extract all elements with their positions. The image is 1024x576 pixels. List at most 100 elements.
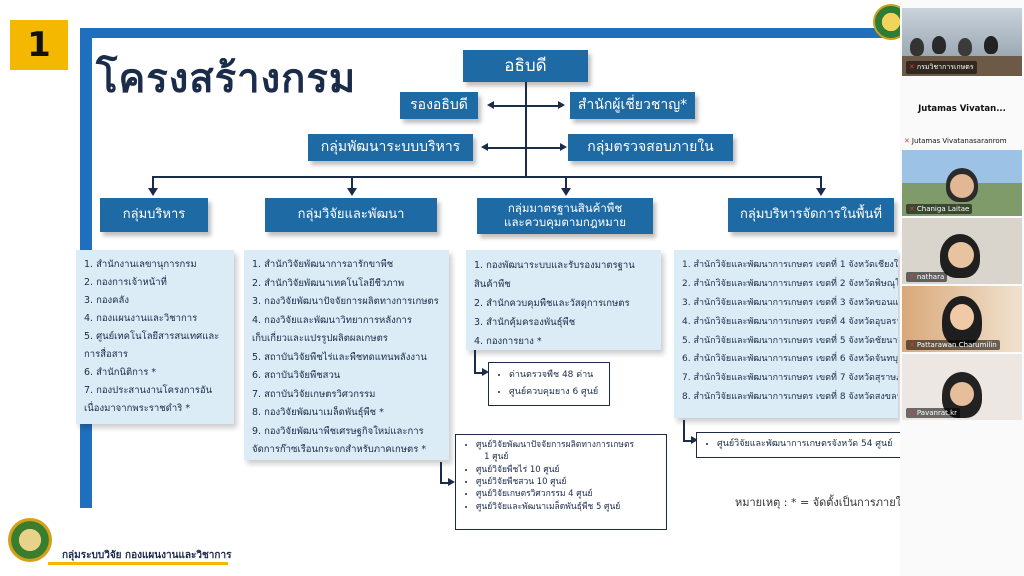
research-centers-box: ศูนย์วิจัยพัฒนาปัจจัยการผลิตทางการเกษตร … <box>455 434 667 530</box>
person-face <box>950 304 974 330</box>
arrow-right-icon <box>558 101 565 109</box>
connector-admin <box>486 147 562 149</box>
connector-deputy <box>492 105 562 107</box>
list-item: เนื่องมาจากพระราชดำริ * <box>84 403 191 415</box>
participant-name: Pattarawan Charumilin <box>916 341 997 349</box>
arrow-left-icon <box>481 143 488 151</box>
footer-text: กลุ่มระบบวิจัย กองแผนงานและวิชาการ <box>62 550 232 561</box>
list-item: 5. สำนักวิจัยและพัฒนาการเกษตร เขตที่ 5 จ… <box>682 335 898 346</box>
arrow-right-icon <box>691 436 698 444</box>
participant-tile-3[interactable]: ✕Pattarawan Charumilin <box>902 286 1022 352</box>
connector-drop <box>820 176 822 190</box>
group-list-standards: 1. กองพัฒนาระบบและรับรองมาตรฐาน สินค้าพื… <box>466 250 661 350</box>
list-item-text: 1 ศูนย์ <box>484 452 509 463</box>
participant-tile-1[interactable]: ✕Chaniga Laitae <box>902 150 1022 216</box>
list-item: ศูนย์วิจัยเกษตรวิศวกรรม 4 ศูนย์ <box>476 488 658 500</box>
list-item: 6. สถาบันวิจัยพืชสวน <box>252 370 341 382</box>
group-title-area: กลุ่มบริหารจัดการในพื้นที่ <box>728 198 894 232</box>
list-item: 1. สำนักวิจัยพัฒนาการอารักขาพืช <box>252 259 394 270</box>
list-item: 3. กองคลัง <box>84 295 129 307</box>
person-figure <box>984 36 998 54</box>
list-item: 7. กองประสานงานโครงการอัน <box>84 385 213 397</box>
connector-sub <box>440 462 442 482</box>
slide-number-badge: 1 <box>10 20 68 70</box>
list-item-text: ศูนย์วิจัยพัฒนาปัจจัยการผลิตทางการเกษตร <box>476 440 635 450</box>
connector-sub <box>474 372 484 374</box>
person-face <box>950 382 974 406</box>
connector-drop <box>152 176 154 190</box>
group-title-standards-text: กลุ่มมาตรฐานสินค้าพืช และควบคุมตามกฎหมาย <box>504 201 626 229</box>
connector-sub <box>683 440 693 442</box>
participant-name: nathara <box>916 273 945 281</box>
person-figure <box>932 36 946 54</box>
connector-bus <box>152 176 822 178</box>
list-item: 4. สำนักวิจัยและพัฒนาการเกษตร เขตที่ 4 จ… <box>682 316 898 327</box>
list-item: 5. สถาบันวิจัยพืชไร่และพืชทดแทนพลังงาน <box>252 351 427 363</box>
arrow-down-icon <box>148 188 158 196</box>
participant-label: ✕Chaniga Laitae <box>906 204 973 214</box>
list-item: 8. สำนักวิจัยและพัฒนาการเกษตร เขตที่ 8 จ… <box>682 392 898 403</box>
checkpoints-box: ด่านตรวจพืช 48 ด่าน ศูนย์ควบคุมยาง 6 ศูน… <box>488 362 610 406</box>
admin-dev-box: กลุ่มพัฒนาระบบบริหาร <box>308 134 473 161</box>
list-item: 7. สถาบันวิจัยเกษตรวิศวกรรม <box>252 388 376 400</box>
list-item: 7. สำนักวิจัยและพัฒนาการเกษตร เขตที่ 7 จ… <box>682 373 898 384</box>
list-item: ศูนย์วิจัยพืชไร่ 10 ศูนย์ <box>476 464 658 476</box>
participant-label: ✕Pattarawan Charumilin <box>906 340 1000 350</box>
group-list-research: 1. สำนักวิจัยพัฒนาการอารักขาพืช 2. สำนัก… <box>244 250 449 460</box>
active-speaker-fullname: ✕Jutamas Vivatanasaranrom <box>904 137 1020 145</box>
list-item: 3. กองวิจัยพัฒนาปัจจัยการผลิตทางการเกษตร <box>252 296 439 308</box>
list-item: 5. ศูนย์เทคโนโลยีสารสนเทศและ <box>84 331 220 343</box>
mic-muted-icon: ✕ <box>904 137 910 145</box>
mic-muted-icon: ✕ <box>909 341 915 349</box>
list-item: 9. กองวิจัยพัฒนาพืชเศรษฐกิจใหม่และการ <box>252 425 424 437</box>
connector-sub <box>440 482 450 484</box>
person-face <box>948 242 974 268</box>
list-item: ศูนย์วิจัยพัฒนาปัจจัยการผลิตทางการเกษตร … <box>476 439 658 464</box>
list-item: 2. สำนักวิจัยและพัฒนาการเกษตร เขตที่ 2 จ… <box>682 278 898 289</box>
list-item: 2. สำนักควบคุมพืชและวัสดุการเกษตร <box>474 298 630 309</box>
list-item: 1. กองพัฒนาระบบและรับรองมาตรฐาน <box>474 260 635 271</box>
list-item: จัดการก๊าซเรือนกระจกสำหรับภาคเกษตร * <box>252 444 427 456</box>
active-speaker-name: Jutamas Vivatan... <box>918 104 1006 114</box>
arrow-left-icon <box>487 101 494 109</box>
footnote: หมายเหตุ : * = จัดตั้งเป็นการภายใน <box>735 496 909 509</box>
list-item: การสื่อสาร <box>84 349 128 361</box>
participant-tile-4[interactable]: ✕Pavanrat.kr <box>902 354 1022 420</box>
list-item: 6. สำนักวิจัยและพัฒนาการเกษตร เขตที่ 6 จ… <box>682 354 898 365</box>
list-item: 2. สำนักวิจัยพัฒนาเทคโนโลยีชีวภาพ <box>252 277 405 289</box>
list-item: 2. กองการเจ้าหน้าที่ <box>84 277 167 289</box>
connector-drop <box>565 176 567 190</box>
participant-tile-2[interactable]: ✕nathara <box>902 218 1022 284</box>
group-list-admin: 1. สำนักงานเลขานุการกรม 2. กองการเจ้าหน้… <box>76 250 234 424</box>
participant-tile-room[interactable]: ✕กรมวิชาการเกษตร <box>902 8 1022 76</box>
mic-muted-icon: ✕ <box>909 409 915 417</box>
participant-label: ✕กรมวิชาการเกษตร <box>906 61 977 74</box>
list-item: 3. สำนักวิจัยและพัฒนาการเกษตร เขตที่ 3 จ… <box>682 297 898 308</box>
list-item: 4. กองแผนงานและวิชาการ <box>84 313 198 325</box>
director-box: อธิบดี <box>463 50 588 82</box>
list-item: เก็บเกี่ยวและแปรรูปผลิตผลเกษตร <box>252 333 388 345</box>
participant-label: ✕Pavanrat.kr <box>906 408 961 418</box>
list-item: 8. กองวิจัยพัฒนาเมล็ดพันธุ์พืช * <box>252 407 384 419</box>
slide-title: โครงสร้างกรม <box>96 56 357 102</box>
group-title-standards: กลุ่มมาตรฐานสินค้าพืช และควบคุมตามกฎหมาย <box>477 198 653 234</box>
arrow-down-icon <box>347 188 357 196</box>
slide-top-bar <box>80 28 900 38</box>
participant-name: Chaniga Laitae <box>916 205 970 213</box>
person-figure <box>958 38 972 56</box>
list-item: ศูนย์วิจัยพืชสวน 10 ศูนย์ <box>476 476 658 488</box>
list-item: 4. กองวิจัยและพัฒนาวิทยาการหลังการ <box>252 314 412 326</box>
group-title-admin: กลุ่มบริหาร <box>100 198 208 232</box>
experts-box: สำนักผู้เชี่ยวชาญ* <box>570 92 695 119</box>
arrow-down-icon <box>561 188 571 196</box>
list-item: 1. สำนักงานเลขานุการกรม <box>84 259 197 270</box>
participant-name: Jutamas Vivatanasaranrom <box>911 137 1007 145</box>
list-item: ด่านตรวจพืช 48 ด่าน <box>509 367 601 384</box>
footer-line <box>48 562 228 565</box>
list-item: 4. กองการยาง * <box>474 336 542 347</box>
list-item: ศูนย์วิจัยและพัฒนาเมล็ดพันธุ์พืช 5 ศูนย์ <box>476 501 658 513</box>
list-item: ศูนย์วิจัยและพัฒนาการเกษตรจังหวัด 54 ศูน… <box>717 437 901 452</box>
arrow-right-icon <box>482 368 489 376</box>
audit-box: กลุ่มตรวจสอบภายใน <box>568 134 733 161</box>
mic-muted-icon: ✕ <box>909 273 915 281</box>
